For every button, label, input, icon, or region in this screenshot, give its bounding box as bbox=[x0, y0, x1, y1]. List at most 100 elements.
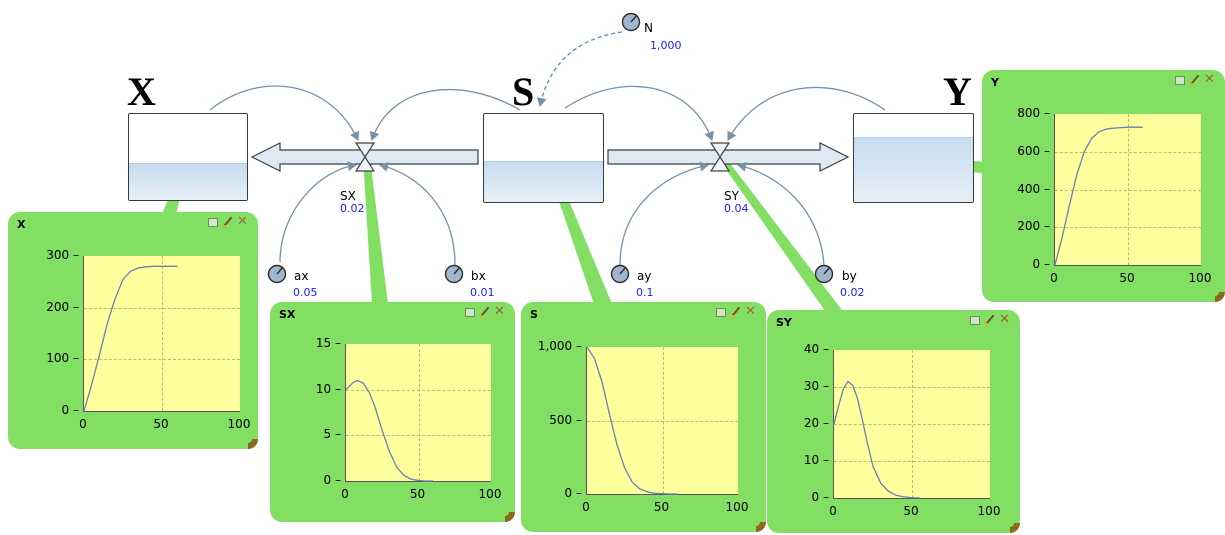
series-line bbox=[345, 379, 433, 482]
window-icon[interactable] bbox=[207, 216, 219, 228]
panel-title: X bbox=[17, 218, 26, 231]
flow-value-sx: 0.02 bbox=[340, 202, 365, 215]
y-tick-label: 100 – bbox=[46, 351, 79, 366]
stock-x[interactable] bbox=[128, 113, 248, 201]
param-value-bx: 0.01 bbox=[470, 286, 495, 299]
close-icon[interactable]: ✕ bbox=[237, 214, 248, 229]
series-line bbox=[83, 265, 178, 412]
series-line bbox=[833, 380, 920, 499]
panel-toolbar: ✕ bbox=[969, 312, 1013, 328]
valve-icon[interactable] bbox=[354, 142, 376, 172]
y-tick-label: 400 – bbox=[1017, 181, 1050, 196]
y-tick-label: 0 – bbox=[811, 490, 829, 504]
close-icon[interactable]: ✕ bbox=[745, 304, 756, 319]
dial-icon[interactable] bbox=[267, 264, 287, 284]
param-label-n: N bbox=[644, 21, 653, 35]
param-label-ay: ay bbox=[637, 269, 652, 283]
dial-icon[interactable] bbox=[814, 264, 834, 284]
y-tick-label: 5 – bbox=[323, 427, 341, 442]
x-tick-label: 50 bbox=[1119, 271, 1135, 285]
close-icon[interactable]: ✕ bbox=[494, 304, 505, 319]
flow-value-sy: 0.04 bbox=[724, 202, 749, 215]
x-tick-label: 0 bbox=[829, 504, 837, 518]
param-value-ax: 0.05 bbox=[293, 286, 318, 299]
grid-line bbox=[1128, 114, 1129, 265]
link-by-sy bbox=[737, 161, 825, 266]
window-icon[interactable] bbox=[1174, 74, 1186, 86]
window-icon[interactable] bbox=[715, 306, 727, 318]
dial-icon[interactable] bbox=[444, 264, 464, 284]
close-icon[interactable]: ✕ bbox=[999, 312, 1010, 327]
window-icon[interactable] bbox=[464, 306, 476, 318]
stock-title-s: S bbox=[512, 69, 535, 114]
series-curve-canvas bbox=[586, 346, 678, 495]
link-y-sy bbox=[727, 86, 886, 141]
param-value-ay: 0.1 bbox=[636, 286, 654, 299]
resize-grip-icon[interactable] bbox=[505, 512, 515, 522]
dial-icon[interactable] bbox=[621, 12, 641, 32]
link-ay-sy bbox=[619, 161, 709, 266]
pencil-icon[interactable] bbox=[730, 306, 742, 318]
x-tick-label: 50 bbox=[903, 504, 919, 518]
y-tick-label: 0 – bbox=[61, 403, 79, 417]
panel-toolbar: ✕ bbox=[464, 304, 508, 320]
link-s-sx bbox=[369, 88, 521, 141]
y-tick-label: 15 – bbox=[315, 336, 341, 350]
plot-area bbox=[83, 256, 240, 412]
x-tick-label: 0 bbox=[341, 487, 349, 501]
series-curve-canvas bbox=[345, 379, 433, 482]
link-x-sx bbox=[209, 85, 360, 141]
param-label-bx: bx bbox=[471, 269, 486, 283]
grid-line bbox=[418, 344, 420, 481]
valve-icon[interactable] bbox=[709, 142, 731, 172]
resize-grip-icon[interactable] bbox=[1215, 292, 1225, 302]
resize-grip-icon[interactable] bbox=[248, 439, 258, 449]
y-tick-label: 10 – bbox=[803, 453, 829, 467]
y-tick-label: 800 – bbox=[1017, 106, 1050, 120]
link-n-s bbox=[536, 31, 623, 107]
y-tick-label: 1,000 – bbox=[537, 339, 582, 353]
x-tick-label: 0 bbox=[1050, 271, 1058, 285]
pencil-icon[interactable] bbox=[222, 216, 234, 228]
pencil-icon[interactable] bbox=[984, 314, 996, 326]
callout-sy bbox=[718, 158, 848, 318]
resize-grip-icon[interactable] bbox=[1010, 523, 1020, 533]
param-label-ax: ax bbox=[294, 269, 309, 283]
panel-toolbar: ✕ bbox=[207, 214, 251, 230]
x-tick-label: 100 bbox=[1188, 271, 1212, 285]
stock-level bbox=[854, 136, 973, 202]
y-tick-label: 0 – bbox=[1032, 257, 1050, 271]
param-value-n: 1,000 bbox=[650, 39, 682, 52]
stock-y[interactable] bbox=[853, 113, 974, 203]
x-tick-label: 100 bbox=[478, 487, 502, 501]
window-icon[interactable] bbox=[969, 314, 981, 326]
y-tick-label: 0 – bbox=[564, 486, 582, 500]
stock-s[interactable] bbox=[483, 113, 604, 203]
x-tick-label: 100 bbox=[977, 504, 1001, 518]
pencil-icon[interactable] bbox=[1189, 74, 1201, 86]
y-tick-label: 20 – bbox=[803, 416, 829, 430]
y-tick-label: 600 – bbox=[1017, 143, 1050, 158]
resize-grip-icon[interactable] bbox=[756, 522, 766, 532]
series-line bbox=[586, 346, 678, 495]
panel-title: SY bbox=[776, 316, 792, 329]
link-s-sy bbox=[564, 85, 714, 141]
close-icon[interactable]: ✕ bbox=[1204, 72, 1215, 87]
panel-title: S bbox=[530, 308, 538, 321]
y-tick-label: 10 – bbox=[315, 381, 341, 396]
y-tick-label: 200 – bbox=[1017, 219, 1050, 234]
y-tick-label: 0 – bbox=[323, 473, 341, 487]
panel-toolbar: ✕ bbox=[715, 304, 759, 320]
series-curve-canvas bbox=[1054, 126, 1143, 266]
dial-icon[interactable] bbox=[610, 264, 630, 284]
x-tick-label: 0 bbox=[79, 417, 87, 431]
plot-area bbox=[345, 344, 491, 482]
grid-line bbox=[162, 256, 163, 411]
pencil-icon[interactable] bbox=[479, 306, 491, 318]
y-tick-label: 30 – bbox=[803, 379, 829, 393]
